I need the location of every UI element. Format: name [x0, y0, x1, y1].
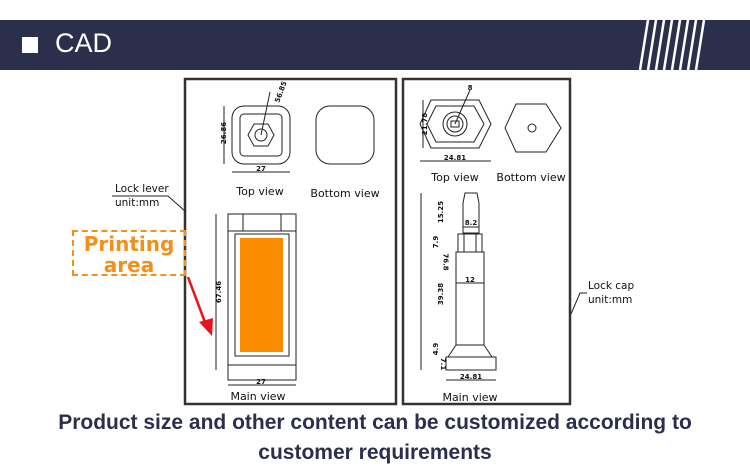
footer-caption: Product size and other content can be cu… [0, 408, 750, 468]
dim-cap-shaft: 39.38 [437, 282, 446, 306]
dim-cap-top-diag: 8 [467, 84, 473, 92]
cap-bottom-view [504, 103, 562, 153]
footer-line1: Product size and other content can be cu… [58, 411, 692, 434]
cap-main-view-label: Main view [442, 391, 498, 404]
dim-cap-top-width: 24.81 [443, 154, 467, 162]
lock-lever-leader [112, 195, 187, 213]
dim-lever-main-height: 67.46 [215, 280, 224, 304]
lock-cap-panel [401, 77, 572, 406]
dim-cap-tip: 15.25 [437, 200, 446, 224]
dim-cap-shaft-width: 12 [465, 276, 475, 284]
dim-cap-top-height: 21.78 [421, 112, 430, 136]
printing-area-callout: Printing area [72, 230, 186, 276]
cap-top-view-label: Top view [431, 171, 479, 184]
cap-top-view [419, 89, 492, 162]
cap-main-view [420, 192, 497, 381]
dim-cap-neck: 4.9 [432, 342, 441, 356]
lock-lever-note: Lock lever unit:mm [115, 182, 169, 210]
footer-line2: customer requirements [258, 441, 492, 464]
lever-bottom-view-label: Bottom view [310, 187, 380, 200]
section-header: CAD [0, 20, 750, 70]
lock-lever-unit: unit:mm [115, 197, 160, 209]
lock-cap-unit: unit:mm [588, 294, 633, 306]
lock-cap-label: Lock cap [588, 280, 635, 292]
section-title: CAD [55, 28, 113, 58]
lever-main-view [215, 213, 297, 386]
lock-cap-note: Lock cap unit:mm [588, 279, 634, 307]
lock-cap-leader [570, 292, 587, 315]
lever-top-view [223, 91, 291, 173]
dim-cap-tip-width: 8.2 [464, 219, 478, 227]
red-arrow-icon [186, 276, 213, 336]
printing-area-fill [240, 238, 283, 352]
printing-area-line1: Printing [83, 232, 175, 256]
dim-lever-main-width: 27 [256, 378, 266, 386]
printing-area-line2: area [103, 253, 155, 277]
stripes-decoration-icon [638, 20, 706, 70]
dim-cap-total: 76.8 [441, 253, 450, 271]
dim-cap-collar: 7.9 [432, 235, 441, 249]
lock-lever-label: Lock lever [115, 183, 169, 195]
lever-top-view-label: Top view [236, 185, 284, 198]
dim-lever-top-width: 27 [256, 165, 266, 173]
square-bullet-icon [22, 37, 38, 53]
dim-cap-base-width: 24.81 [459, 373, 483, 381]
cap-bottom-view-label: Bottom view [496, 171, 566, 184]
lever-main-view-label: Main view [230, 390, 286, 403]
lever-bottom-view [315, 105, 375, 165]
dim-cap-base: 7.1 [439, 357, 448, 371]
dim-lever-top-height: 26.86 [220, 121, 229, 145]
